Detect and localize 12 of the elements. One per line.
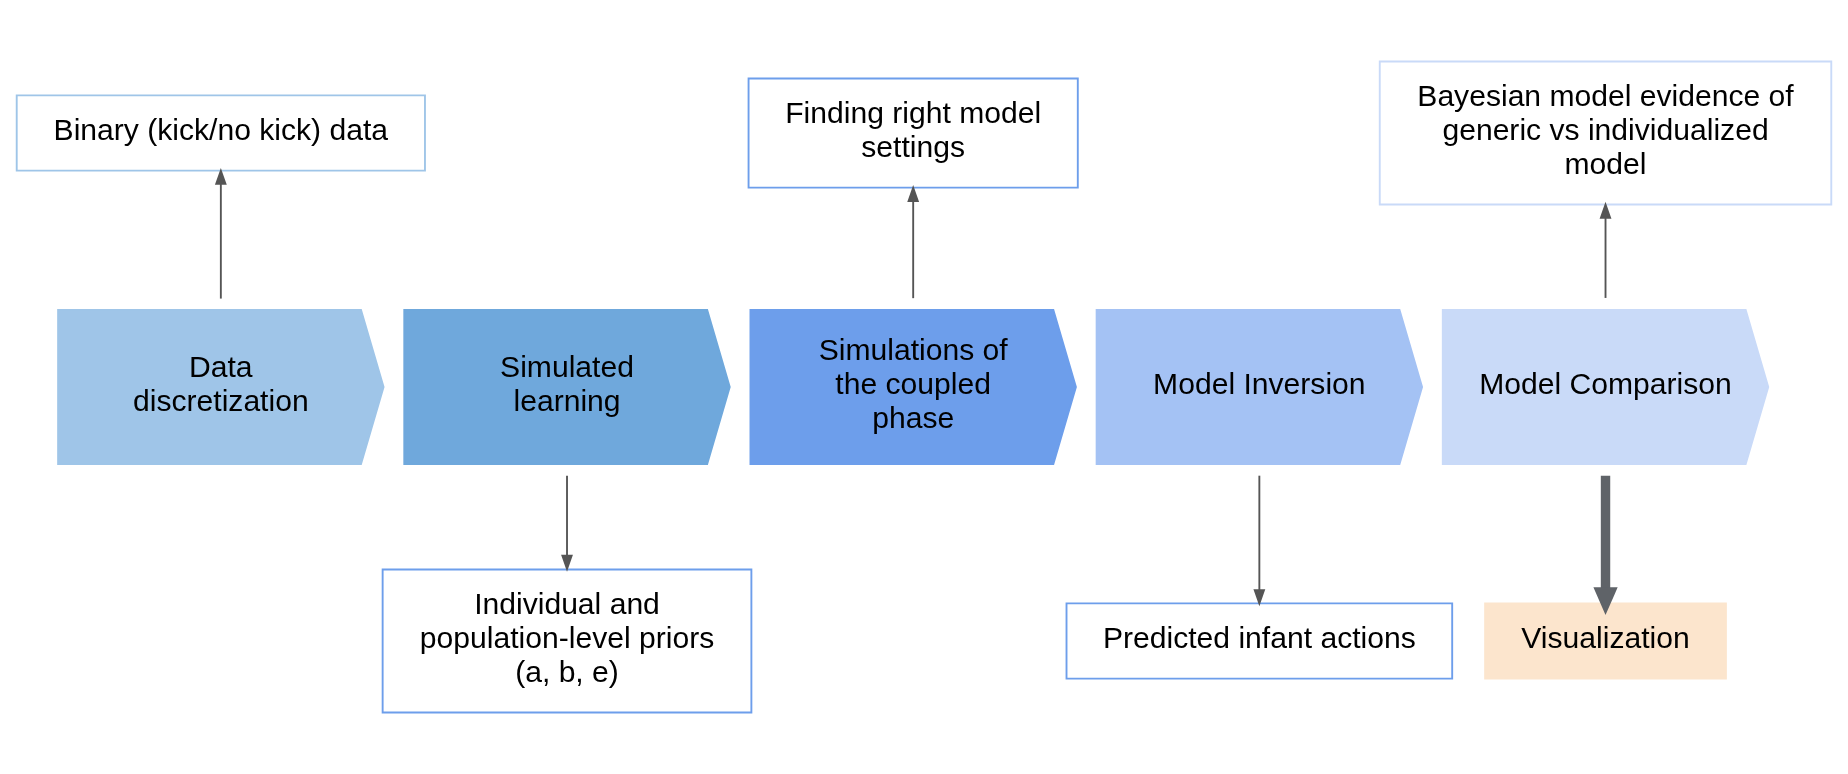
arrow — [1593, 475, 1618, 616]
arrow — [1253, 474, 1266, 607]
node-box: Finding right model settings — [747, 77, 1079, 189]
node-box: Predicted infant actions — [1065, 602, 1454, 680]
node-box: Binary (kick/no kick) data — [15, 94, 426, 172]
arrow — [561, 474, 573, 572]
arrow — [1599, 201, 1612, 299]
arrow — [907, 185, 920, 300]
arrow — [214, 167, 227, 300]
node-box: Visualization — [1484, 602, 1727, 680]
node-box: Individual and population-level priors (a, b, e) — [381, 568, 753, 714]
node-box: Bayesian model evidence of generic vs individualized model — [1378, 60, 1833, 206]
